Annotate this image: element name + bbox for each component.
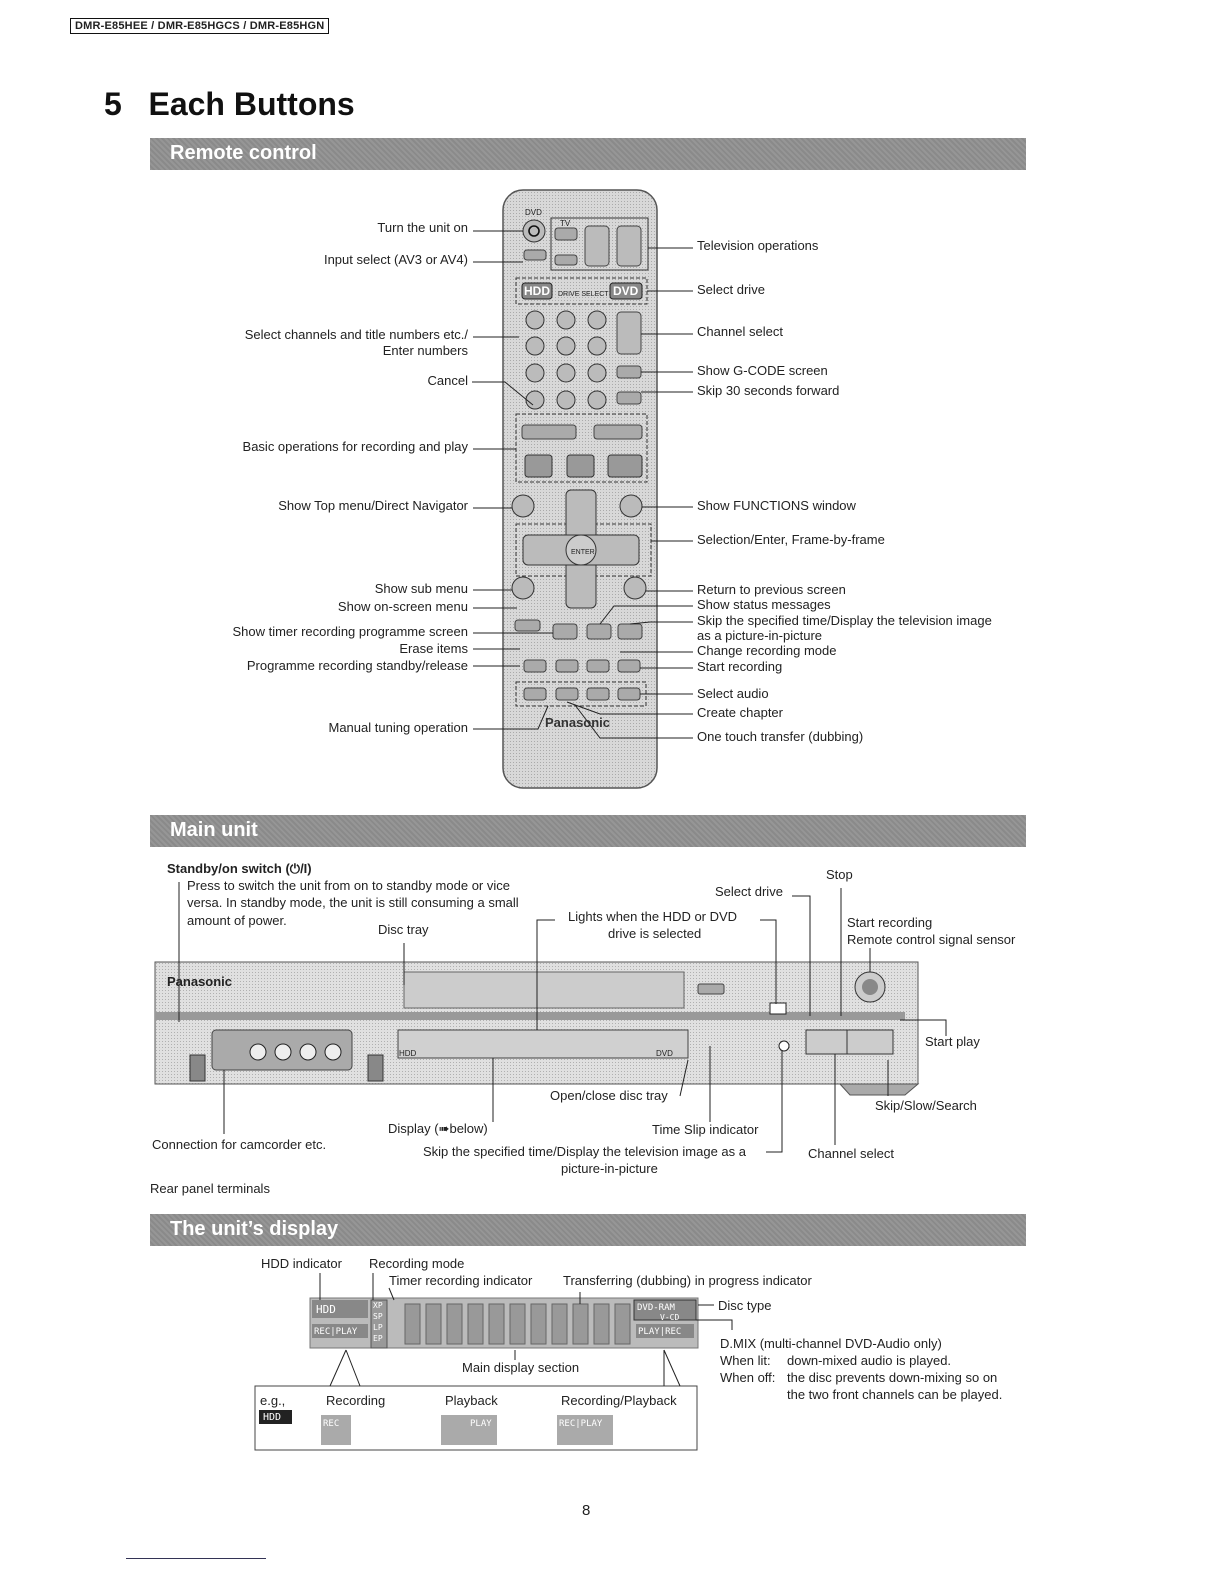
label-when-off-value-2: the two front channels can be played. — [787, 1387, 1003, 1402]
label-skip-specified-main-2: picture-in-picture — [561, 1161, 658, 1176]
label-television-operations: Television operations — [697, 238, 819, 253]
lcd-example-play: PLAY — [470, 1419, 492, 1429]
remote-hdd-button[interactable]: HDD — [524, 284, 550, 298]
section-band-remote: Remote control — [150, 138, 1026, 170]
footer-rule — [126, 1558, 266, 1559]
page-number: 8 — [582, 1502, 591, 1519]
label-sub-menu: Show sub menu — [374, 581, 468, 596]
remote-drive-select-label: DRIVE SELECT — [558, 291, 609, 298]
main-unit-brand-logo: Panasonic — [167, 974, 233, 989]
label-timer-programme: Show timer recording programme screen — [232, 624, 468, 639]
label-example-recording: Recording — [326, 1393, 386, 1408]
remote-tv-label: TV — [560, 219, 571, 228]
label-time-slip: Time Slip indicator — [652, 1122, 759, 1137]
label-when-off-value-1: the disc prevents down-mixing so on — [787, 1370, 998, 1385]
remote-dvd-button[interactable]: DVD — [613, 284, 639, 298]
label-recording-mode: Recording mode — [369, 1256, 465, 1271]
label-example-recplay: Recording/Playback — [561, 1393, 677, 1408]
label-rear-panel: Rear panel terminals — [150, 1181, 270, 1196]
section-band-display: The unit’s display — [150, 1214, 1026, 1246]
label-standby-desc-3: amount of power. — [187, 913, 287, 928]
section-band-main-unit: Main unit — [150, 815, 1026, 847]
label-select-audio: Select audio — [697, 686, 769, 701]
lcd-mode-xp: XP — [373, 1301, 383, 1310]
label-when-lit-key: When lit: — [720, 1353, 771, 1368]
label-functions-window: Show FUNCTIONS window — [697, 498, 856, 513]
label-status-messages: Show status messages — [697, 597, 831, 612]
remote-brand-logo: Panasonic — [545, 715, 611, 730]
label-channel-select-main: Channel select — [808, 1146, 894, 1161]
label-standby-desc-2: versa. In standby mode, the unit is stil… — [187, 895, 519, 910]
label-one-touch-transfer: One touch transfer (dubbing) — [697, 729, 864, 744]
label-lights-2: drive is selected — [608, 926, 702, 941]
label-when-lit-value: down-mixed audio is played. — [787, 1353, 952, 1368]
label-stop: Stop — [826, 867, 853, 882]
label-create-chapter: Create chapter — [697, 705, 783, 720]
label-disc-type: Disc type — [718, 1298, 772, 1313]
label-skip-30: Skip 30 seconds forward — [697, 383, 840, 398]
lcd-dvd-ram: DVD-RAM — [637, 1303, 675, 1313]
lcd-example-recplay: REC|PLAY — [559, 1419, 603, 1429]
label-gcode-screen: Show G-CODE screen — [697, 363, 828, 378]
label-transfer-indicator: Transferring (dubbing) in progress indic… — [563, 1273, 812, 1288]
label-disc-tray: Disc tray — [378, 922, 429, 937]
label-basic-operations: Basic operations for recording and play — [242, 439, 468, 454]
lcd-vcd: V-CD — [660, 1313, 680, 1322]
label-display: Display (➠below) — [388, 1121, 488, 1136]
label-remote-sensor: Remote control signal sensor — [847, 932, 1016, 947]
label-lights-1: Lights when the HDD or DVD — [568, 909, 738, 924]
label-timer-indicator: Timer recording indicator — [389, 1273, 533, 1288]
label-cancel: Cancel — [427, 373, 468, 388]
label-standby-title: Standby/on switch (⏻/I) — [167, 861, 312, 876]
label-select-drive-main: Select drive — [715, 884, 783, 899]
lcd-example-hdd: HDD — [263, 1412, 282, 1423]
label-input-select: Input select (AV3 or AV4) — [323, 252, 468, 267]
lcd-hdd: HDD — [316, 1303, 336, 1316]
model-header: DMR-E85HEE / DMR-E85HGCS / DMR-E85HGN — [70, 18, 330, 34]
page-title: 5 Each Buttons — [104, 86, 355, 122]
remote-dvd-label: DVD — [525, 208, 542, 217]
label-turn-unit-on: Turn the unit on — [377, 220, 468, 235]
label-dmix: D.MIX (multi-channel DVD-Audio only) — [720, 1336, 942, 1351]
label-erase-items: Erase items — [399, 641, 468, 656]
label-main-display-section: Main display section — [462, 1360, 580, 1375]
label-selection-enter: Selection/Enter, Frame-by-frame — [697, 532, 885, 547]
label-start-recording-main: Start recording — [847, 915, 933, 930]
label-start-play: Start play — [925, 1034, 980, 1049]
label-picture-in-picture: as a picture-in-picture — [697, 628, 822, 643]
label-select-channels: Select channels and title numbers etc./ — [244, 327, 468, 342]
label-onscreen-menu: Show on-screen menu — [337, 599, 468, 614]
lcd-play-rec: PLAY|REC — [638, 1327, 682, 1337]
label-connection: Connection for camcorder etc. — [152, 1137, 327, 1152]
lcd-mode-ep: EP — [373, 1334, 383, 1343]
label-top-menu: Show Top menu/Direct Navigator — [278, 498, 468, 513]
label-return: Return to previous screen — [697, 582, 846, 597]
main-dvd-marker: DVD — [656, 1049, 673, 1058]
label-enter-numbers: Enter numbers — [382, 343, 468, 358]
lcd-example-rec: REC — [323, 1419, 340, 1429]
label-start-recording-remote: Start recording — [697, 659, 783, 674]
lcd-mode-sp: SP — [373, 1312, 383, 1321]
label-channel-select: Channel select — [697, 324, 783, 339]
label-manual-tuning: Manual tuning operation — [328, 720, 469, 735]
label-hdd-indicator: HDD indicator — [261, 1256, 342, 1271]
label-eg: e.g., — [260, 1393, 286, 1408]
label-standby-desc-1: Press to switch the unit from on to stan… — [187, 878, 510, 893]
label-skip-specified: Skip the specified time/Display the tele… — [697, 613, 992, 628]
label-skip-specified-main-1: Skip the specified time/Display the tele… — [423, 1144, 746, 1159]
lcd-mode-lp: LP — [373, 1323, 383, 1332]
label-skip-slow-search: Skip/Slow/Search — [875, 1098, 977, 1113]
main-hdd-marker: HDD — [399, 1049, 417, 1058]
label-programme-standby: Programme recording standby/release — [246, 658, 468, 673]
label-example-playback: Playback — [445, 1393, 498, 1408]
label-open-close: Open/close disc tray — [550, 1088, 668, 1103]
lcd-rec-play: REC|PLAY — [314, 1327, 358, 1337]
label-when-off-key: When off: — [720, 1370, 776, 1385]
label-change-rec-mode: Change recording mode — [697, 643, 837, 658]
remote-enter-button[interactable]: ENTER — [571, 549, 595, 556]
label-select-drive: Select drive — [697, 282, 765, 297]
